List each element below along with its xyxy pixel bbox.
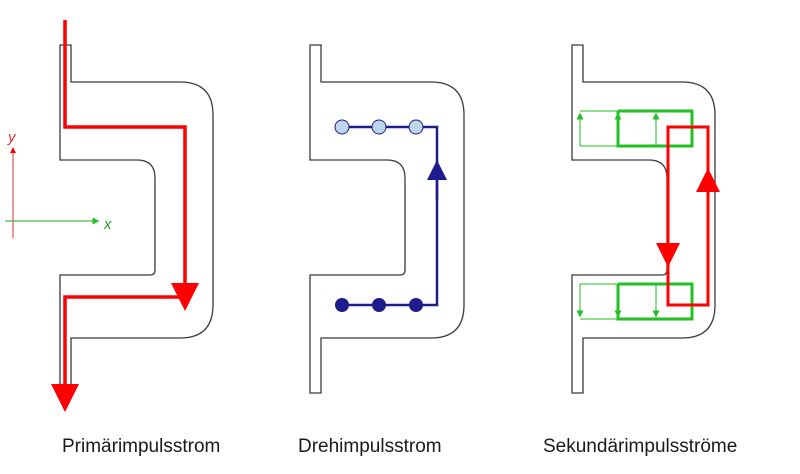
angular-dot-bottom (335, 298, 349, 312)
angular-flow-path (342, 125, 439, 307)
secondary-flow-lower (576, 282, 694, 321)
beam-outline (571, 44, 716, 394)
angular-dot-top (334, 119, 350, 135)
panel-angular (309, 44, 465, 394)
caption-primary-flow: Primärimpulsstrom (62, 436, 221, 457)
y-axis-label: y (7, 129, 17, 146)
angular-dot-top (408, 119, 424, 135)
primary-flow-path (63, 20, 199, 311)
angular-dot-bottom (372, 298, 386, 312)
beam-outline (59, 44, 214, 394)
panel-primary: y x (5, 20, 214, 412)
secondary-red-loop (666, 125, 710, 307)
caption-secondary-flow: Sekundärimpulsströme (543, 436, 738, 457)
secondary-flow-upper (576, 109, 694, 148)
angular-dot-bottom (409, 298, 423, 312)
x-axis-label: x (103, 216, 112, 233)
primary-flow-path-lower (51, 295, 185, 412)
beam-outline (309, 44, 465, 394)
angular-dot-top (371, 119, 387, 135)
caption-angular-flow: Drehimpulsstrom (298, 436, 442, 457)
panel-secondary (571, 44, 720, 394)
